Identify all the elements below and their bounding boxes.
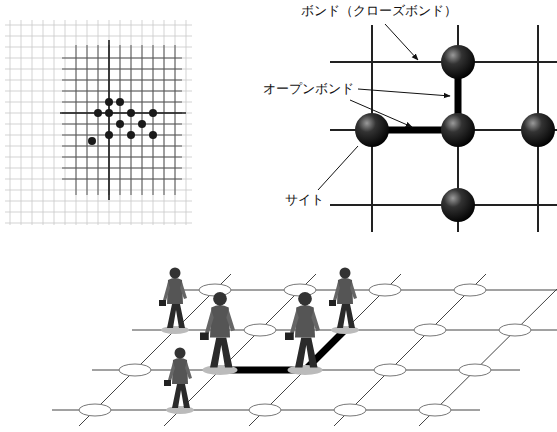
person-figures bbox=[159, 268, 359, 415]
callout-label: ボンド（クローズボンド） bbox=[300, 3, 458, 19]
bond-lattice bbox=[330, 25, 557, 232]
leader-lines bbox=[318, 24, 450, 190]
perspective-grid bbox=[52, 274, 557, 426]
fine-grid bbox=[5, 20, 192, 225]
callout-label: オープンボンド bbox=[262, 81, 355, 97]
lattice-lines bbox=[60, 40, 186, 200]
site-dots bbox=[88, 98, 157, 145]
site-balls bbox=[355, 45, 555, 222]
callout-label: サイト bbox=[284, 192, 325, 208]
site-ellipses bbox=[79, 284, 531, 416]
open-bond bbox=[220, 330, 345, 370]
